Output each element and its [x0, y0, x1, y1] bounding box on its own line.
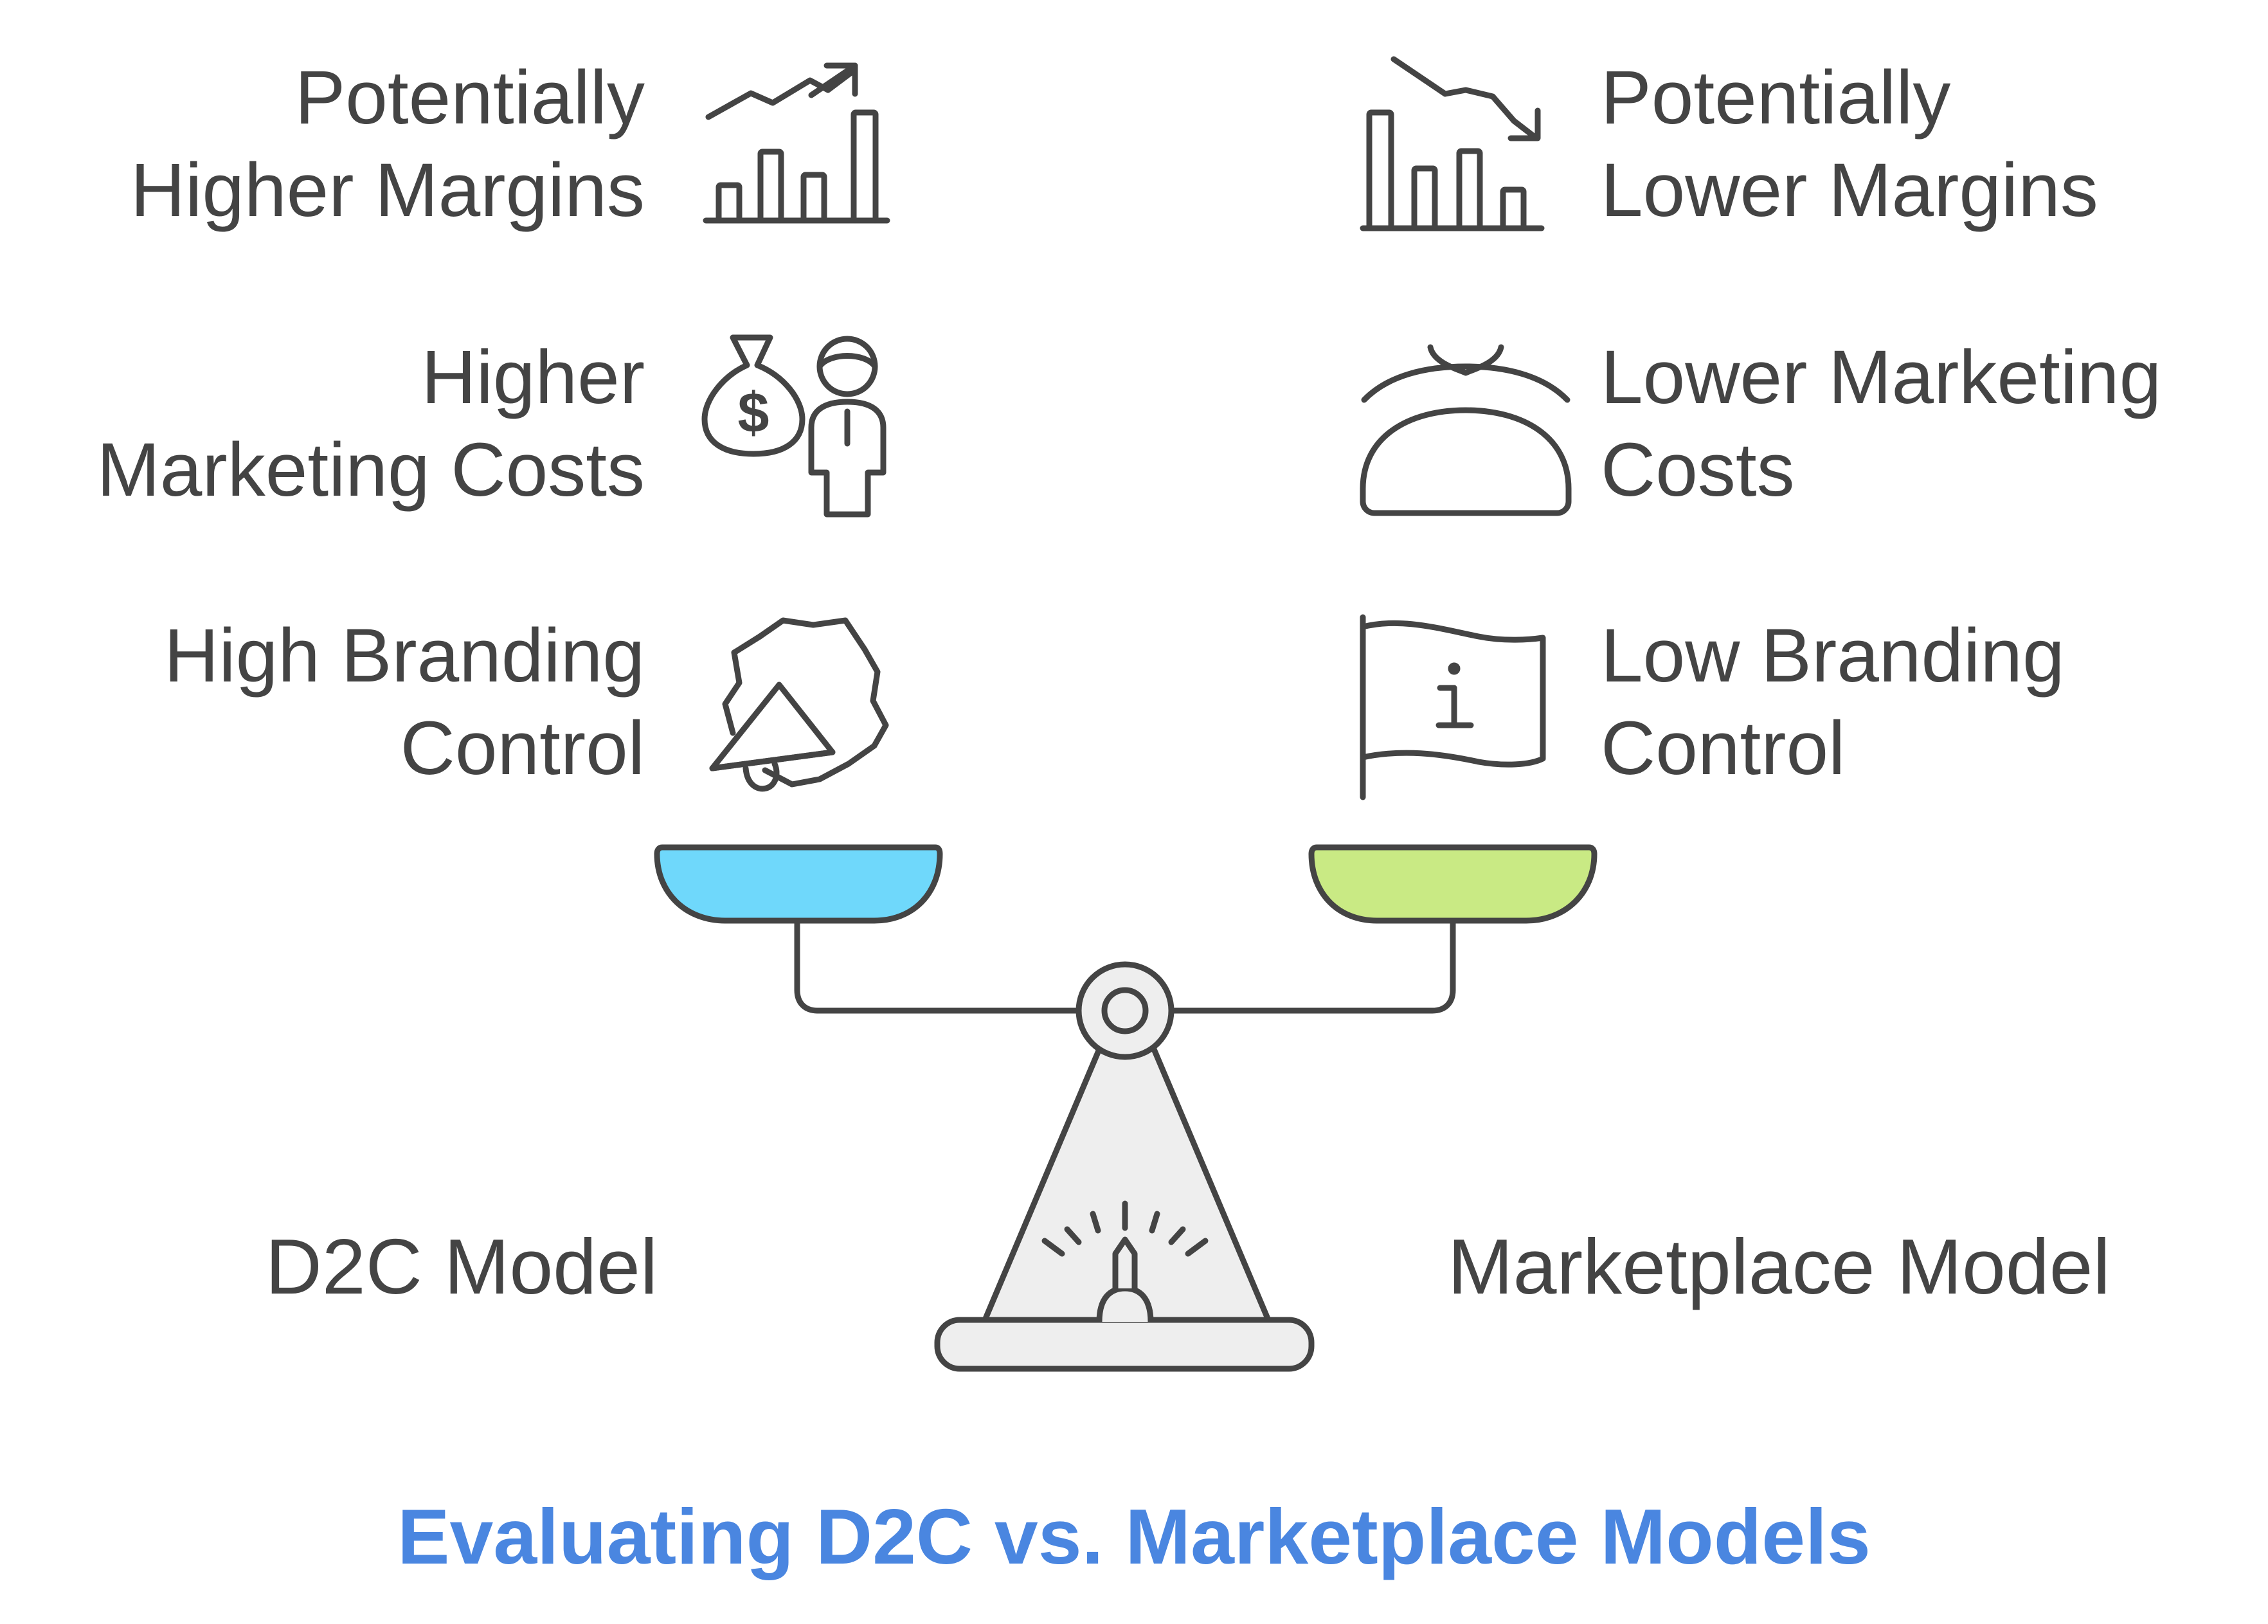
right-item-branding-line2: Control — [1601, 706, 1846, 791]
left-pan-d2c — [654, 844, 943, 924]
right-item-margins-line2: Lower Margins — [1601, 148, 2098, 233]
right-item-margins-line1: Potentially — [1601, 55, 1951, 140]
right-item-marketing: Lower Marketing Costs — [1601, 331, 2161, 516]
scale-pivot — [1076, 961, 1174, 1060]
left-item-marketing-line1: Higher — [421, 335, 645, 420]
right-item-margins: Potentially Lower Margins — [1601, 51, 2098, 237]
left-item-margins-line1: Potentially — [294, 55, 645, 140]
left-item-margins: Potentially Higher Margins — [130, 51, 645, 237]
right-item-branding: Low Branding Control — [1601, 609, 2065, 795]
left-item-branding-line2: Control — [400, 706, 645, 791]
left-item-branding: High Branding Control — [164, 609, 645, 795]
info-flag-icon — [1360, 614, 1546, 800]
left-item-branding-line1: High Branding — [164, 613, 645, 698]
left-item-marketing: Higher Marketing Costs — [96, 331, 645, 516]
cloche-icon — [1360, 344, 1572, 516]
d2c-model-label: D2C Model — [265, 1223, 658, 1310]
chart-up-icon — [703, 62, 890, 224]
right-item-marketing-line1: Lower Marketing — [1601, 335, 2162, 420]
diagram-title: Evaluating D2C vs. Marketplace Models — [397, 1493, 1871, 1580]
marketplace-model-label: Marketplace Model — [1448, 1223, 2110, 1310]
left-item-marketing-line2: Marketing Costs — [96, 428, 645, 512]
right-item-branding-line1: Low Branding — [1601, 613, 2065, 698]
megaphone-icon — [709, 617, 889, 792]
scale-stand — [934, 1038, 1315, 1372]
money-bag-person-icon: $ — [701, 334, 887, 518]
beacon-rays — [1041, 1200, 1209, 1257]
scale-beam — [794, 916, 1456, 1014]
svg-text:$: $ — [738, 381, 770, 444]
right-item-marketing-line2: Costs — [1601, 428, 1795, 512]
chart-down-icon — [1360, 56, 1545, 231]
right-pan-marketplace — [1308, 844, 1598, 924]
left-item-margins-line2: Higher Margins — [130, 148, 645, 233]
